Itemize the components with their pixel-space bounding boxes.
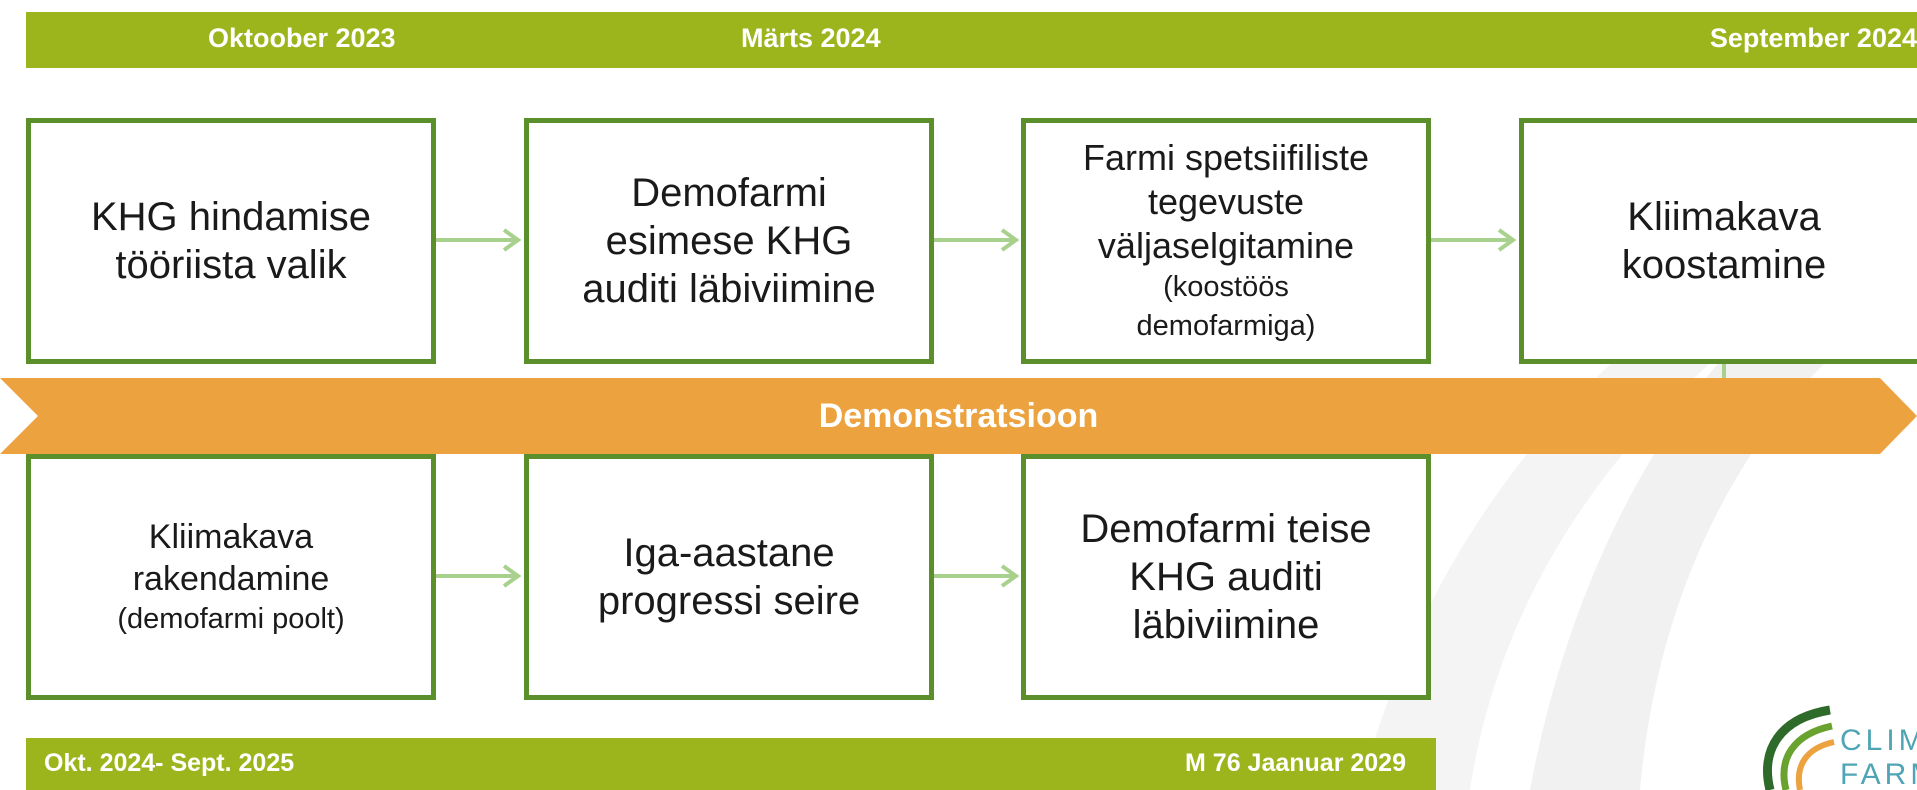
step-line: tegevuste [1147, 181, 1305, 222]
arrow-right-icon [436, 564, 522, 588]
step-first-audit: Demofarmi esimese KHG auditi läbiviimine [524, 118, 934, 364]
step-line: Demofarmi teise [1080, 507, 1372, 551]
step-line: KHG auditi [1129, 555, 1323, 599]
logo-text-line1: CLIMATE [1840, 724, 1917, 757]
step-tool-selection: KHG hindamise tööriista valik [26, 118, 436, 364]
step-line: läbiviimine [1132, 603, 1320, 647]
climatefarm-logo: CLIMATE FARM [1763, 705, 1917, 790]
bottom-start-date: Okt. 2024- Sept. 2025 [44, 749, 295, 777]
timeline-middle-date: Märts 2024 [741, 23, 881, 53]
step-line: rakendamine [132, 559, 330, 598]
step-line: tööriista valik [115, 243, 347, 287]
step-line: väljaselgitamine [1097, 225, 1355, 266]
arrow-right-icon [934, 564, 1020, 588]
step-plan-implementation: Kliimakava rakendamine (demofarmi poolt) [26, 454, 436, 700]
demonstration-label: Demonstratsioon [818, 396, 1099, 435]
arrow-right-icon [934, 228, 1020, 252]
demonstration-band [0, 378, 1917, 454]
top-timeline-bar: Oktoober 2023 Märts 2024 September 2024 [26, 12, 1917, 68]
timeline-end-date: September 2024 [1709, 23, 1917, 53]
step-line: Kliimakava [1627, 195, 1821, 239]
step-note: demofarmiga) [1136, 310, 1316, 342]
step-note: (demofarmi poolt) [117, 602, 345, 635]
timeline-start-date: Oktoober 2023 [208, 23, 396, 53]
step-line: KHG hindamise [90, 195, 372, 239]
step-note: (koostöös [1163, 271, 1289, 303]
step-line: Farmi spetsiifiliste [1082, 137, 1370, 178]
step-annual-monitoring: Iga-aastane progressi seire [524, 454, 934, 700]
logo-text-line2: FARM [1840, 758, 1917, 790]
step-farm-activities: Farmi spetsiifiliste tegevuste väljaselg… [1021, 118, 1431, 364]
step-line: Demofarmi [631, 171, 827, 215]
step-line: esimese KHG [605, 219, 853, 263]
bottom-end-date: M 76 Jaanuar 2029 [1185, 749, 1406, 777]
step-second-audit: Demofarmi teise KHG auditi läbiviimine [1021, 454, 1431, 700]
step-line: progressi seire [597, 579, 861, 623]
step-line: Iga-aastane [623, 531, 835, 575]
step-climate-plan: Kliimakava koostamine [1519, 118, 1917, 364]
step-line: koostamine [1621, 243, 1827, 287]
arrow-right-icon [436, 228, 522, 252]
arrow-right-icon [1431, 228, 1517, 252]
connector-line [1722, 364, 1726, 384]
step-line: Kliimakava [148, 517, 314, 556]
bottom-timeline-bar: Okt. 2024- Sept. 2025 M 76 Jaanuar 2029 [26, 738, 1436, 790]
step-line: auditi läbiviimine [582, 267, 876, 311]
